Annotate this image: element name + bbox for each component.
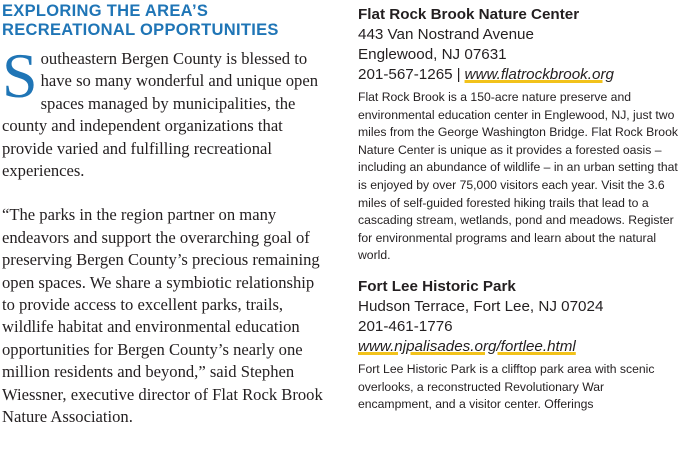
venue-contact-line: 201-567-1265|www.flatrockbrook.org <box>358 65 680 85</box>
venue-phone: 201-567-1265 <box>358 66 453 83</box>
quote-paragraph: “The parks in the region partner on many… <box>2 205 323 427</box>
venue-address-line-1: 443 Van Nostrand Avenue <box>358 26 534 43</box>
section-heading-line-2: RECREATIONAL OPPORTUNITIES <box>2 21 279 39</box>
venue-address-line-1: Hudson Terrace, Fort Lee, NJ 07024 <box>358 297 604 315</box>
venue-listings-column: Flat Rock Brook Nature Center 443 Van No… <box>358 0 680 426</box>
section-heading-line-1: EXPLORING THE AREA’S <box>2 2 209 20</box>
article-left-column: EXPLORING THE AREA’S RECREATIONAL OPPORT… <box>2 0 330 429</box>
intro-paragraph: S outheastern Bergen County is blessed t… <box>2 40 330 182</box>
contact-separator: | <box>456 66 461 83</box>
venue-contact-line: www.njpalisades.org/fortlee.html <box>358 337 680 357</box>
venue-website-link[interactable]: www.flatrockbrook.org <box>464 66 614 83</box>
venue-listing: Fort Lee Historic Park Hudson Terrace, F… <box>358 277 680 414</box>
venue-name: Flat Rock Brook Nature Center <box>358 6 580 23</box>
intro-text: outheastern Bergen County is blessed to … <box>2 49 319 181</box>
drop-cap: S <box>2 40 38 111</box>
venue-listing: Flat Rock Brook Nature Center 443 Van No… <box>358 0 680 265</box>
venue-name: Fort Lee Historic Park <box>358 277 516 295</box>
venue-address-line-2: Englewood, NJ 07631 <box>358 46 507 63</box>
venue-description: Flat Rock Brook is a 150-acre nature pre… <box>358 90 678 263</box>
venue-phone: 201-461-1776 <box>358 317 453 335</box>
section-heading: EXPLORING THE AREA’S RECREATIONAL OPPORT… <box>2 2 330 40</box>
venue-description: Fort Lee Historic Park is a clifftop par… <box>358 361 655 412</box>
venue-website-link[interactable]: www.njpalisades.org/fortlee.html <box>358 337 576 355</box>
